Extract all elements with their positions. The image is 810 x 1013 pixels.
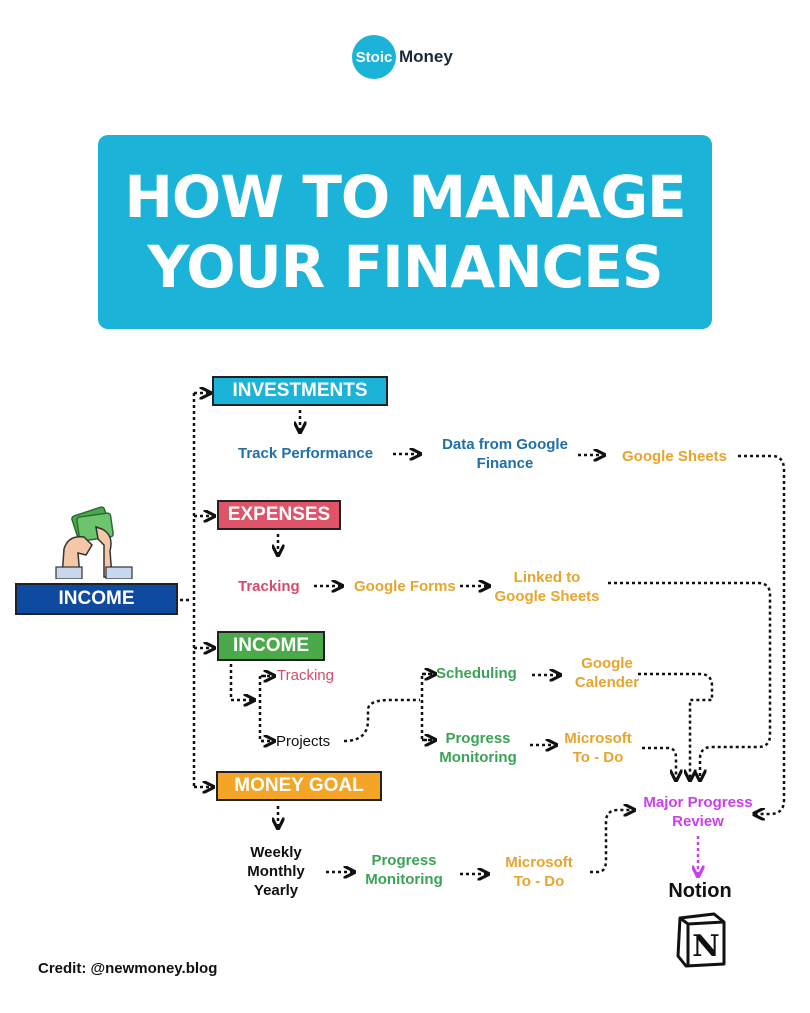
- google-sheets-label: Google Sheets: [622, 448, 728, 465]
- google-forms-label: Google Forms: [354, 578, 456, 595]
- stoic-money-logo: Stoic Money: [352, 35, 453, 79]
- line-sheets-review: [738, 454, 786, 814]
- title-line-1: HOW TO MANAGE: [124, 163, 686, 231]
- projects-label: Projects: [276, 733, 331, 750]
- bracket-income: [258, 674, 266, 743]
- title-banner: HOW TO MANAGE YOUR FINANCES: [98, 135, 712, 329]
- investments-box: INVESTMENTS: [212, 376, 388, 406]
- expenses-tracking-label: Tracking: [238, 578, 300, 595]
- notion-logo-letter: N: [692, 929, 719, 964]
- income-source-box: INCOME: [15, 583, 178, 615]
- income-tracking-label: Tracking: [277, 667, 334, 684]
- line-projects-split: [343, 698, 420, 743]
- scheduling-label: Scheduling: [436, 665, 517, 682]
- track-performance-label: Track Performance: [238, 445, 374, 462]
- line-todo-review: [642, 746, 676, 778]
- title-line-2: YOUR FINANCES: [147, 233, 663, 301]
- line-goal-review: [590, 810, 632, 874]
- money-counting-icon: [55, 506, 133, 579]
- money-goal-box: MONEY GOAL: [216, 771, 382, 801]
- credit-text: Credit: @newmoney.blog: [38, 960, 218, 977]
- logo-text: Money: [399, 47, 453, 66]
- expenses-box: EXPENSES: [217, 500, 341, 530]
- notion-label: Notion: [668, 880, 732, 902]
- line-cal-review: [638, 672, 714, 778]
- income-box: INCOME: [217, 631, 325, 661]
- notion-logo-icon: N: [676, 912, 726, 968]
- logo-circle: Stoic: [352, 35, 396, 79]
- line-linked-review: [608, 581, 772, 778]
- arrow-income-down: [229, 664, 252, 700]
